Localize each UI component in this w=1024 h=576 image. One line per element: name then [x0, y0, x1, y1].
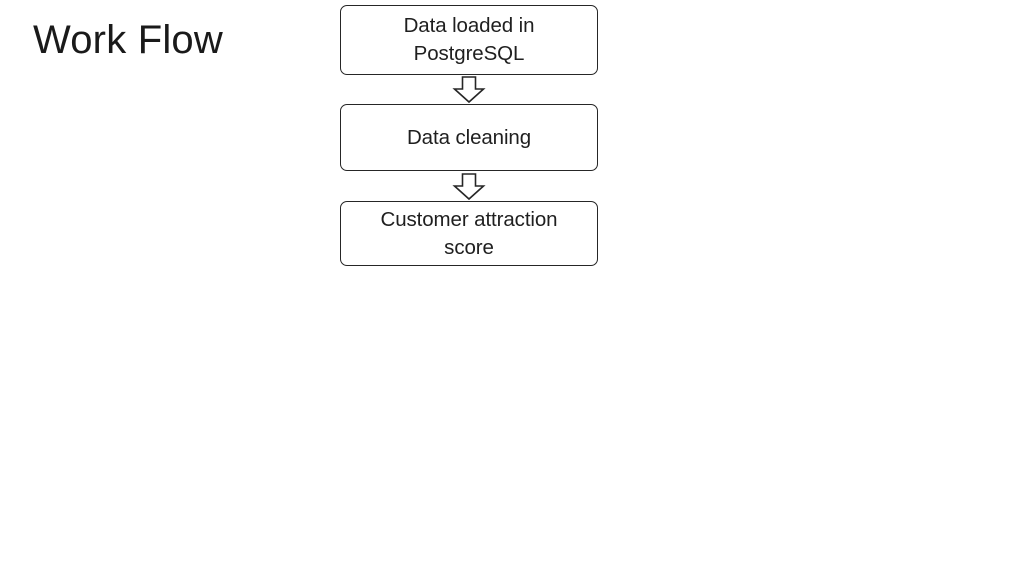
page-title: Work Flow [33, 18, 223, 62]
flow-step-data-loaded[interactable]: Data loaded in PostgreSQL [340, 5, 598, 75]
flow-step-label: Customer attraction score [380, 207, 558, 259]
arrow-down-block-icon [452, 173, 486, 201]
workflow-diagram: Data loaded in PostgreSQL Data cleaning … [340, 0, 598, 270]
flow-step-customer-attraction-score[interactable]: Customer attraction score [340, 201, 598, 266]
flow-step-data-cleaning[interactable]: Data cleaning [340, 104, 598, 171]
arrow-down-block-icon [452, 76, 486, 104]
flow-step-label: Data cleaning [406, 125, 532, 149]
flow-step-label: Data loaded in PostgreSQL [403, 14, 535, 65]
